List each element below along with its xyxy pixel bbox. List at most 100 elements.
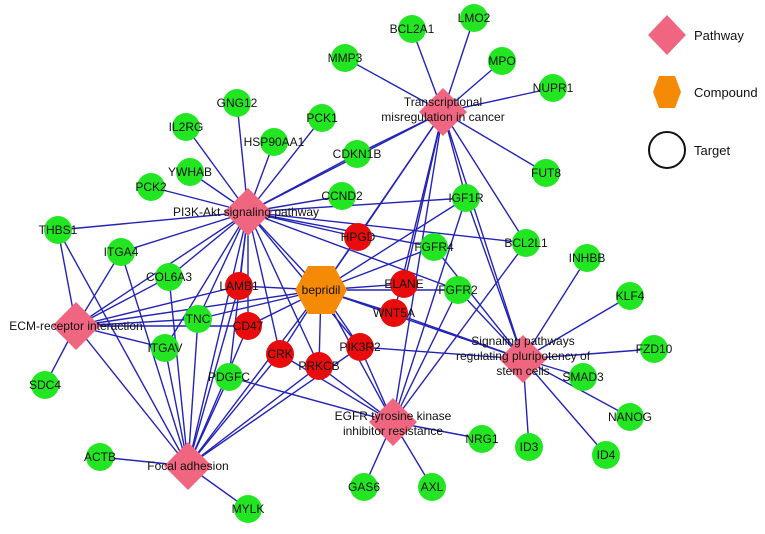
legend-pathway-label: Pathway bbox=[694, 28, 744, 43]
node-label-il2rg: IL2RG bbox=[169, 120, 204, 134]
node-label-gng12: GNG12 bbox=[217, 96, 258, 110]
edge-egfr-crk bbox=[279, 353, 394, 423]
target-node-shape bbox=[86, 443, 114, 471]
legend-pathway-symbol bbox=[648, 15, 686, 55]
node-label-pik3r2: PIK3R2 bbox=[339, 340, 381, 354]
node-itgav: ITGAV bbox=[147, 334, 183, 362]
node-label-lmo2: LMO2 bbox=[458, 11, 491, 25]
target-node-shape bbox=[107, 238, 135, 266]
target-node-shape bbox=[184, 305, 212, 333]
node-label-thbs1: THBS1 bbox=[39, 223, 78, 237]
node-il2rg: IL2RG bbox=[169, 113, 204, 141]
edge-pi3k-itga4 bbox=[120, 211, 249, 253]
target-node-shape bbox=[515, 433, 543, 461]
node-lmo2: LMO2 bbox=[458, 4, 491, 32]
target-node-shape bbox=[308, 104, 336, 132]
edge-egfr-trans bbox=[392, 111, 444, 423]
node-label-elane: ELANE bbox=[384, 277, 423, 291]
target-node-shape bbox=[137, 173, 165, 201]
edge-stem-igf1r bbox=[465, 197, 524, 360]
target-node-shape bbox=[328, 182, 356, 210]
pathway-node-shape bbox=[499, 335, 547, 383]
node-label-mylk: MYLK bbox=[232, 502, 265, 516]
node-label-bepridil: bepridil bbox=[302, 283, 341, 297]
edge-pi3k-prkcb bbox=[247, 211, 320, 367]
node-thbs1: THBS1 bbox=[39, 216, 78, 244]
node-cdkn1b: CDKN1B bbox=[333, 140, 381, 168]
target-node-shape bbox=[176, 158, 204, 186]
pathway-node-shape bbox=[419, 88, 467, 136]
edge-stem-klf4 bbox=[522, 295, 631, 360]
node-label-fzd10: FZD10 bbox=[636, 342, 673, 356]
node-id4: ID4 bbox=[592, 441, 620, 469]
node-label-fgfr2: FGFR2 bbox=[438, 283, 478, 297]
node-pdgfc: PDGFC bbox=[208, 363, 250, 391]
node-bcl2a1: BCL2A1 bbox=[390, 15, 435, 43]
target-node-shape bbox=[616, 282, 644, 310]
legend: Pathway Compound Target bbox=[648, 15, 758, 169]
node-label-nrg1: NRG1 bbox=[465, 432, 499, 446]
target-node-shape bbox=[573, 244, 601, 272]
node-label-gas6: GAS6 bbox=[348, 480, 380, 494]
target-node-shape bbox=[234, 495, 262, 523]
target-node-shape bbox=[31, 371, 59, 399]
edge-pi3k-il2rg bbox=[185, 126, 249, 213]
legend-compound-label: Compound bbox=[694, 85, 758, 100]
node-focal: Focal adhesion bbox=[147, 442, 229, 490]
node-label-bcl2a1: BCL2A1 bbox=[390, 22, 435, 36]
target-node-shape bbox=[215, 363, 243, 391]
target-node-shape bbox=[532, 159, 560, 187]
target-node-shape bbox=[512, 229, 540, 257]
target-node-shape bbox=[234, 312, 262, 340]
target-node-shape bbox=[390, 270, 418, 298]
edge-trans-fut8 bbox=[442, 111, 547, 174]
node-pck1: PCK1 bbox=[306, 104, 338, 132]
edge-pi3k-crk bbox=[247, 211, 281, 355]
node-label-sdc4: SDC4 bbox=[29, 378, 61, 392]
node-bcl2l1: BCL2L1 bbox=[504, 229, 548, 257]
edge-ecm-lamb1 bbox=[75, 285, 240, 327]
node-label-id3: ID3 bbox=[520, 440, 539, 454]
node-smad3: SMAD3 bbox=[562, 363, 604, 391]
node-label-klf4: KLF4 bbox=[616, 289, 645, 303]
target-node-shape bbox=[223, 89, 251, 117]
node-label-lamb1: LAMB1 bbox=[219, 279, 259, 293]
node-pck2: PCK2 bbox=[135, 173, 167, 201]
node-id3: ID3 bbox=[515, 433, 543, 461]
edge-stem-trans bbox=[442, 111, 524, 360]
target-node-shape bbox=[460, 4, 488, 32]
node-elane: ELANE bbox=[384, 270, 424, 298]
target-node-shape bbox=[346, 333, 374, 361]
node-ccnd2: CCND2 bbox=[321, 182, 363, 210]
target-node-shape bbox=[266, 340, 294, 368]
target-node-shape bbox=[539, 74, 567, 102]
node-label-inhbb: INHBB bbox=[569, 251, 606, 265]
node-label-pck1: PCK1 bbox=[306, 111, 338, 125]
node-mpo: MPO bbox=[488, 47, 516, 75]
node-label-hsp90aa1: HSP90AA1 bbox=[244, 135, 305, 149]
target-node-shape bbox=[44, 216, 72, 244]
edge-stem-pik3r2 bbox=[359, 346, 524, 360]
node-pik3r2: PIK3R2 bbox=[339, 333, 381, 361]
node-label-id4: ID4 bbox=[597, 448, 616, 462]
node-ywhab: YWHAB bbox=[168, 158, 212, 186]
node-gng12: GNG12 bbox=[217, 89, 258, 117]
node-klf4: KLF4 bbox=[616, 282, 645, 310]
legend-compound-symbol bbox=[653, 76, 681, 108]
node-label-col6a3: COL6A3 bbox=[146, 270, 192, 284]
node-fgfr4: FGFR4 bbox=[414, 233, 454, 261]
edge-pi3k-fgfr2 bbox=[247, 211, 459, 291]
pathway-node-shape bbox=[224, 188, 272, 236]
target-node-shape bbox=[344, 223, 372, 251]
edge-focal-tnc bbox=[187, 318, 199, 467]
compound-node-shape bbox=[295, 266, 347, 314]
node-crk: CRK bbox=[266, 340, 294, 368]
node-label-pck2: PCK2 bbox=[135, 180, 167, 194]
edge-focal-prkcb bbox=[187, 365, 320, 467]
node-label-ccnd2: CCND2 bbox=[321, 189, 363, 203]
node-axl: AXL bbox=[418, 473, 446, 501]
node-label-bcl2l1: BCL2L1 bbox=[504, 236, 548, 250]
